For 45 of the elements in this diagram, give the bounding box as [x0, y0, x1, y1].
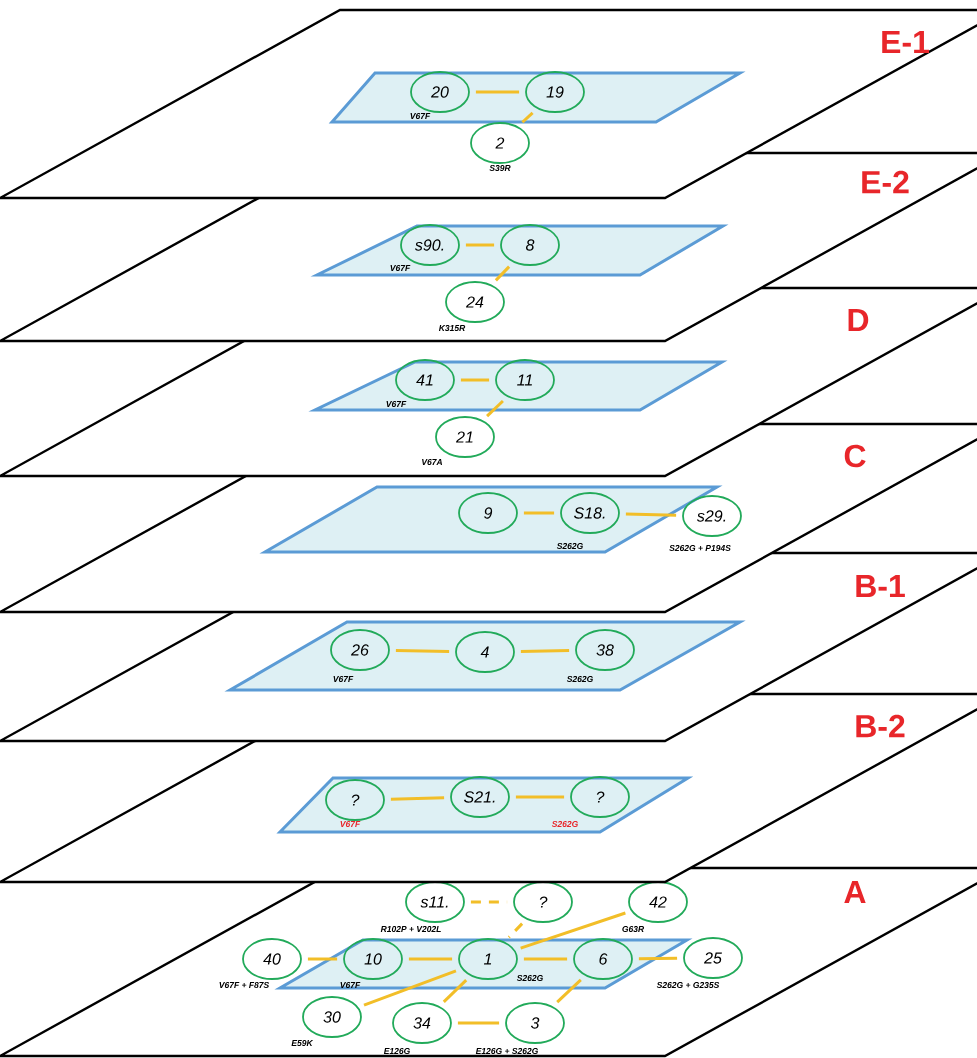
connector-line — [520, 649, 570, 653]
connector-line — [457, 1021, 500, 1025]
mutation-label: G63R — [622, 926, 645, 932]
connector-line — [523, 511, 555, 515]
connector-line — [625, 512, 677, 517]
node-label: C — [844, 444, 866, 468]
mutation-label: E126G + S262G — [475, 1048, 539, 1054]
mutation-label: S262G — [566, 676, 593, 682]
connector-line — [638, 956, 678, 961]
mutation-label: S262G — [551, 821, 578, 827]
mutation-label: S39R — [489, 165, 511, 171]
connector-line — [390, 796, 445, 801]
mutation-label: V67F — [386, 401, 407, 407]
connector-line — [521, 111, 534, 124]
connector-line — [465, 243, 495, 247]
mutation-label: S262G + G235S — [656, 982, 720, 988]
connector-line — [515, 795, 565, 799]
mutation-label: E126G — [383, 1048, 410, 1054]
node-label: D — [848, 309, 869, 332]
connector-line — [486, 399, 504, 418]
connector-line — [494, 265, 511, 282]
connector-line — [460, 378, 490, 382]
mutation-label: V67F — [340, 982, 361, 988]
connector-line — [475, 90, 520, 94]
mutation-label: S262G — [516, 975, 543, 981]
connector-line — [520, 911, 626, 950]
mutation-label: V67F + F87S — [219, 982, 270, 988]
node-label: E-2 — [862, 170, 909, 194]
connector-line — [395, 649, 450, 653]
mutation-label: V67F — [340, 821, 361, 827]
mutation-label: V67F — [333, 676, 354, 682]
connector-line — [556, 978, 582, 1004]
mutation-label: R102P + V202L — [380, 926, 441, 932]
mutation-label: K315R — [438, 325, 466, 331]
mutation-label: V67A — [422, 459, 442, 465]
connector-line — [523, 957, 568, 961]
mutation-label: V67F — [390, 265, 411, 271]
mutation-label: S262G — [556, 543, 583, 549]
mutation-label: V67F — [410, 113, 431, 119]
mutation-label: E59K — [291, 1040, 314, 1046]
connector-line — [408, 957, 453, 961]
connector-line — [507, 922, 524, 939]
connector-line — [363, 969, 457, 1007]
connector-line — [307, 957, 338, 961]
mutation-label: S262G + P194S — [669, 545, 731, 551]
